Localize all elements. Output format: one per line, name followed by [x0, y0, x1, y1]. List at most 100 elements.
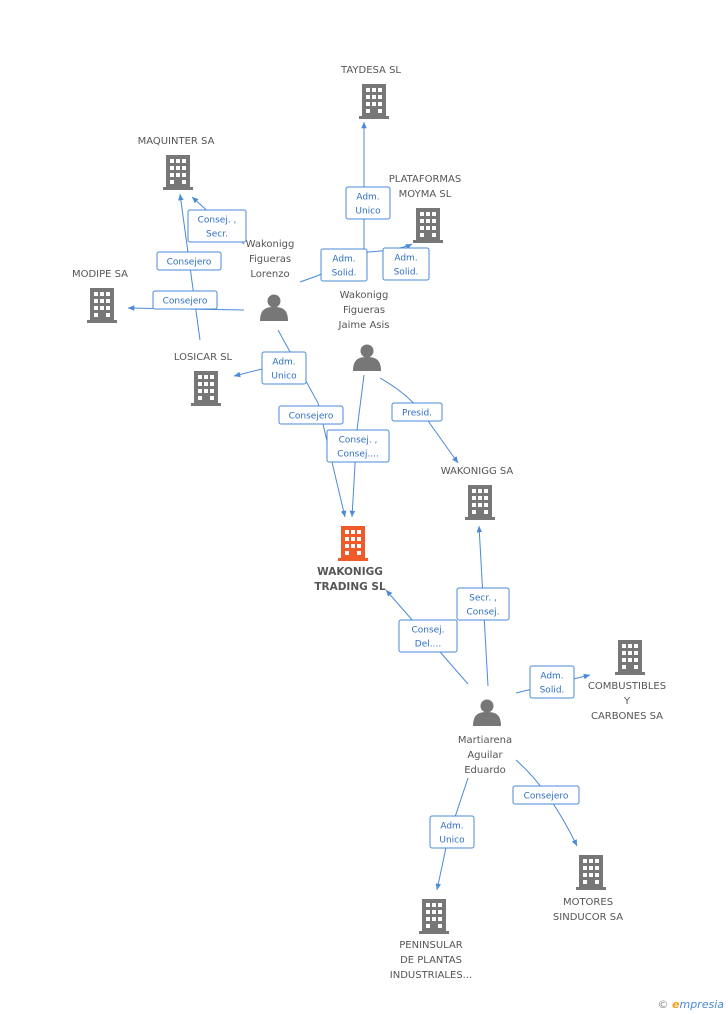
building-icon-motores[interactable] — [576, 855, 606, 890]
edge-label-e2[interactable]: Adm. Solid. — [320, 248, 368, 282]
edge-label-text: Adm. — [332, 255, 355, 265]
company-label-wakonigg_trading: WAKONIGG — [317, 566, 383, 578]
person-label-jaime: Jaime Asis — [338, 320, 390, 331]
edge-label-text: Unico — [271, 372, 297, 382]
edge-label-e4[interactable]: Consej. , Secr. — [187, 209, 247, 243]
edge-label-text: Solid. — [540, 686, 565, 696]
edge-label-box — [345, 186, 391, 220]
edge-label-box — [187, 209, 247, 243]
edge-label-text: Adm. — [356, 193, 379, 203]
company-label-maquinter: MAQUINTER SA — [138, 136, 215, 147]
company-label-combustibles: CARBONES SA — [591, 711, 663, 722]
edge-label-box — [278, 405, 344, 425]
edge-label-text: Secr. — [206, 230, 228, 240]
person-label-lorenzo: Wakonigg — [246, 239, 295, 250]
building-icon-modipe[interactable] — [87, 288, 117, 323]
edge-label-text: Del.... — [415, 640, 441, 650]
building-icon-losicar[interactable] — [191, 371, 221, 406]
person-label-lorenzo: Lorenzo — [250, 269, 289, 280]
edge-label-e11[interactable]: Secr. , Consej. — [456, 587, 510, 621]
nodes-layer: TAYDESA SL MAQUINTER SA PLATAFORMAS MOYMA S… — [72, 65, 666, 981]
person-label-jaime: Figueras — [343, 305, 385, 316]
person-label-lorenzo: Figueras — [249, 254, 291, 265]
edge-label-e13[interactable]: Adm. Solid. — [529, 665, 575, 699]
edge-label-e6[interactable]: Consejero — [152, 290, 218, 310]
copyright-icon: © — [657, 998, 669, 1011]
edge-label-e1[interactable]: Adm. Unico — [345, 186, 391, 220]
person-icon-eduardo[interactable] — [473, 699, 501, 727]
edge-label-text: Adm. — [540, 672, 563, 682]
person-label-jaime: Wakonigg — [340, 290, 389, 301]
person-label-eduardo: Eduardo — [464, 765, 506, 776]
edge-label-text: Consejero — [289, 412, 334, 422]
edge-label-box — [320, 248, 368, 282]
edge-label-text: Consej.... — [337, 450, 379, 460]
edge-label-e9[interactable]: Consej. , Consej.... — [326, 429, 390, 463]
edge-label-text: Solid. — [332, 269, 357, 279]
building-icon-maquinter[interactable] — [163, 155, 193, 190]
building-icon-taydesa[interactable] — [359, 84, 389, 119]
edge-label-text: Unico — [439, 836, 465, 846]
edge-label-text: Consej. — [466, 608, 499, 618]
edge-label-e15[interactable]: Adm. Unico — [429, 815, 475, 849]
company-label-taydesa: TAYDESA SL — [340, 65, 401, 76]
edge-label-e3[interactable]: Adm. Solid. — [382, 247, 430, 281]
edge-label-text: Unico — [355, 207, 381, 217]
edge-label-text: Consej. — [411, 626, 444, 636]
building-icon-wakonigg_sa[interactable] — [465, 485, 495, 520]
company-label-plataformas: PLATAFORMAS — [389, 174, 461, 185]
edge-label-e8[interactable]: Consejero — [278, 405, 344, 425]
edge-label-text: Consejero — [167, 258, 212, 268]
edge-label-box — [512, 785, 580, 805]
empresia-logo[interactable]: © empresia — [657, 998, 724, 1011]
company-label-peninsular: INDUSTRIALES... — [390, 970, 472, 981]
edge-label-box — [152, 290, 218, 310]
company-label-losicar: LOSICAR SL — [174, 352, 233, 363]
person-label-eduardo: Aguilar — [467, 750, 503, 761]
edge-line-e7 — [233, 367, 267, 378]
company-label-combustibles: COMBUSTIBLES — [588, 681, 666, 692]
edge-label-e14[interactable]: Consejero — [512, 785, 580, 805]
company-label-peninsular: DE PLANTAS — [400, 955, 462, 966]
edge-label-box — [398, 619, 458, 653]
company-label-modipe: MODIPE SA — [72, 269, 128, 280]
edge-label-text: Secr. , — [469, 594, 497, 604]
edge-label-box — [382, 247, 430, 281]
edge-label-text: Consejero — [524, 792, 569, 802]
edge-label-text: Adm. — [440, 822, 463, 832]
company-label-motores: SINDUCOR SA — [553, 912, 623, 923]
building-icon-plataformas[interactable] — [413, 208, 443, 243]
company-label-plataformas: MOYMA SL — [399, 189, 452, 200]
company-label-combustibles: Y — [623, 696, 631, 707]
company-label-peninsular: PENINSULAR — [399, 940, 463, 951]
company-label-wakonigg_trading: TRADING SL — [314, 581, 386, 593]
company-label-motores: MOTORES — [563, 897, 613, 908]
edge-label-box — [429, 815, 475, 849]
edge-label-text: Adm. — [272, 358, 295, 368]
person-label-eduardo: Martiarena — [458, 735, 512, 746]
edge-label-e10[interactable]: Presid. — [391, 402, 443, 422]
edge-label-text: Solid. — [394, 268, 419, 278]
edge-label-e12[interactable]: Consej. Del.... — [398, 619, 458, 653]
edge-label-text: Consej. , — [339, 436, 378, 446]
edge-label-box — [326, 429, 390, 463]
edge-label-text: Consej. , — [198, 216, 237, 226]
building-icon-combustibles[interactable] — [615, 640, 645, 675]
edge-label-text: Consejero — [163, 297, 208, 307]
person-icon-lorenzo[interactable] — [260, 294, 288, 322]
edge-label-box — [391, 402, 443, 422]
edge-label-box — [456, 587, 510, 621]
building-icon-wakonigg_trading[interactable] — [338, 526, 368, 561]
building-icon-peninsular[interactable] — [419, 899, 449, 934]
company-label-wakonigg_sa: WAKONIGG SA — [441, 466, 514, 477]
edge-label-e5[interactable]: Consejero — [156, 251, 222, 271]
edge-label-e7[interactable]: Adm. Unico — [261, 351, 307, 385]
edge-label-box — [261, 351, 307, 385]
edge-label-text: Adm. — [394, 254, 417, 264]
edge-label-box — [529, 665, 575, 699]
edge-label-text: Presid. — [402, 409, 432, 419]
person-icon-jaime[interactable] — [353, 344, 381, 372]
edge-label-box — [156, 251, 222, 271]
